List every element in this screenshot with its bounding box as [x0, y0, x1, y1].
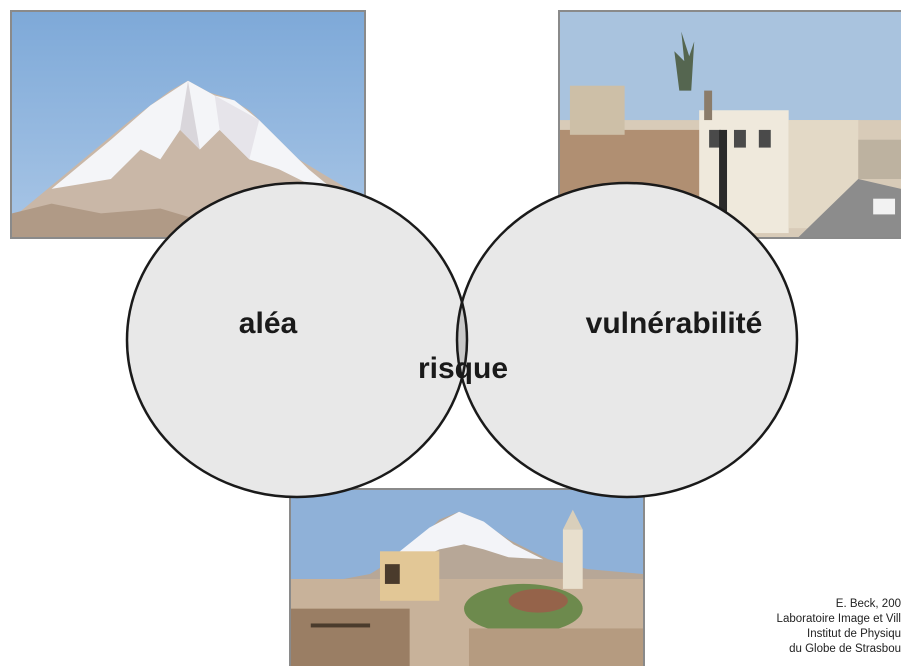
combined-photo	[289, 488, 645, 666]
credit-line-institute: Institut de Physiqu	[807, 628, 901, 640]
risk-label: risque	[418, 352, 508, 385]
credit-line-location: du Globe de Strasbou	[789, 643, 901, 655]
credit-line-lab: Laboratoire Image et Vill	[776, 613, 901, 625]
vulnerability-label: vulnérabilité	[586, 307, 763, 340]
hazard-circle	[127, 183, 467, 497]
credit-block: E. Beck, 200 Laboratoire Image et Vill I…	[641, 597, 901, 657]
hazard-label: aléa	[239, 307, 298, 340]
credit-line-author: E. Beck, 200	[835, 598, 901, 610]
vulnerability-circle	[457, 183, 797, 497]
